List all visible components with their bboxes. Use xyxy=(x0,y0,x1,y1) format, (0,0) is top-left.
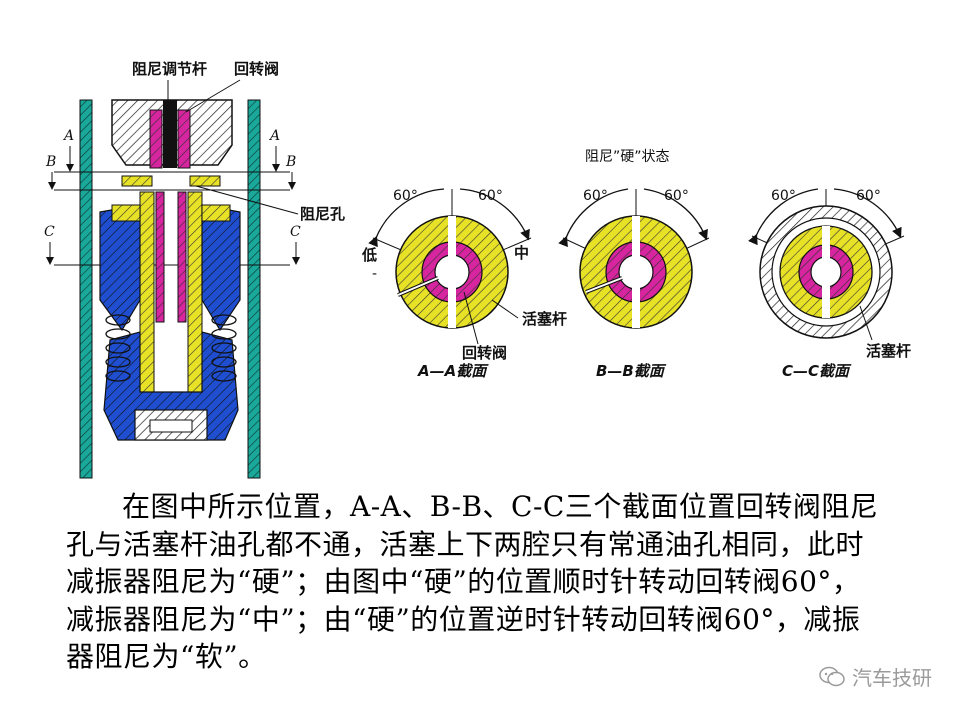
label-section-b-left: B xyxy=(45,154,56,170)
wechat-icon xyxy=(819,666,845,686)
label-rotary-valve-top: 回转阀 xyxy=(234,60,279,78)
svg-text:-: - xyxy=(372,266,377,282)
watermark: 汽车技研 xyxy=(818,662,932,691)
piston-rod-left xyxy=(139,191,155,393)
label-section-a-left: A xyxy=(62,128,74,144)
spring-left xyxy=(105,314,131,382)
label-b-deg-right: 60° xyxy=(664,188,689,204)
label-c-deg-left: 60° xyxy=(771,188,796,204)
section-b-view: 60° 60° B—B截面 xyxy=(558,188,710,380)
section-c-view: 60° 60° 活塞杆 C—C截面 xyxy=(748,188,911,380)
label-hard-state: 阻尼”硬”状态 xyxy=(585,149,670,165)
label-damping-hole: 阻尼孔 xyxy=(300,205,345,223)
label-a-deg-left: 60° xyxy=(393,188,418,204)
label-c-deg-right: 60° xyxy=(856,188,881,204)
outer-wall-left xyxy=(79,99,93,479)
label-c-piston-rod: 活塞杆 xyxy=(866,342,911,360)
piston-rod-right xyxy=(187,191,203,393)
label-adjust-rod: 阻尼调节杆 xyxy=(132,60,207,78)
explanation-paragraph: 在图中所示位置，A-A、B-B、C-C三个截面位置回转阀阻尼孔与活塞杆油孔都不通… xyxy=(66,490,879,673)
piston-body-left xyxy=(99,204,141,332)
label-section-c-left: C xyxy=(44,224,55,240)
label-a-rotary-valve: 回转阀 xyxy=(462,344,507,362)
label-a-deg-right: 60° xyxy=(478,188,503,204)
label-section-c-right: C xyxy=(290,224,301,240)
caption-c: C—C截面 xyxy=(782,362,852,380)
label-mid: 中 xyxy=(514,244,529,262)
spring-right xyxy=(211,314,237,382)
longitudinal-section: A A B B C C 阻尼调节杆 回转阀 阻尼孔 xyxy=(44,60,345,479)
watermark-text: 汽车技研 xyxy=(852,666,932,690)
section-a-view: 60° 60° 低 中 - 活塞杆 回转阀 A—A截面 xyxy=(361,188,567,380)
rotary-valve-upper-l xyxy=(149,109,163,169)
label-low: 低 xyxy=(361,246,377,264)
piston-body-right xyxy=(201,204,241,332)
caption-b: B—B截面 xyxy=(596,362,667,380)
label-b-deg-left: 60° xyxy=(583,188,608,204)
label-section-b-right: B xyxy=(285,154,296,170)
adjust-rod xyxy=(163,100,177,168)
rotary-valve-upper-r xyxy=(177,109,191,169)
shock-absorber-diagram: A A B B C C 阻尼调节杆 回转阀 阻尼孔 阻尼”硬”状态 xyxy=(44,60,911,479)
label-section-a-right: A xyxy=(268,128,280,144)
label-a-piston-rod: 活塞杆 xyxy=(522,310,567,328)
caption-a: A—A截面 xyxy=(417,362,489,380)
outer-wall-right xyxy=(247,99,261,479)
